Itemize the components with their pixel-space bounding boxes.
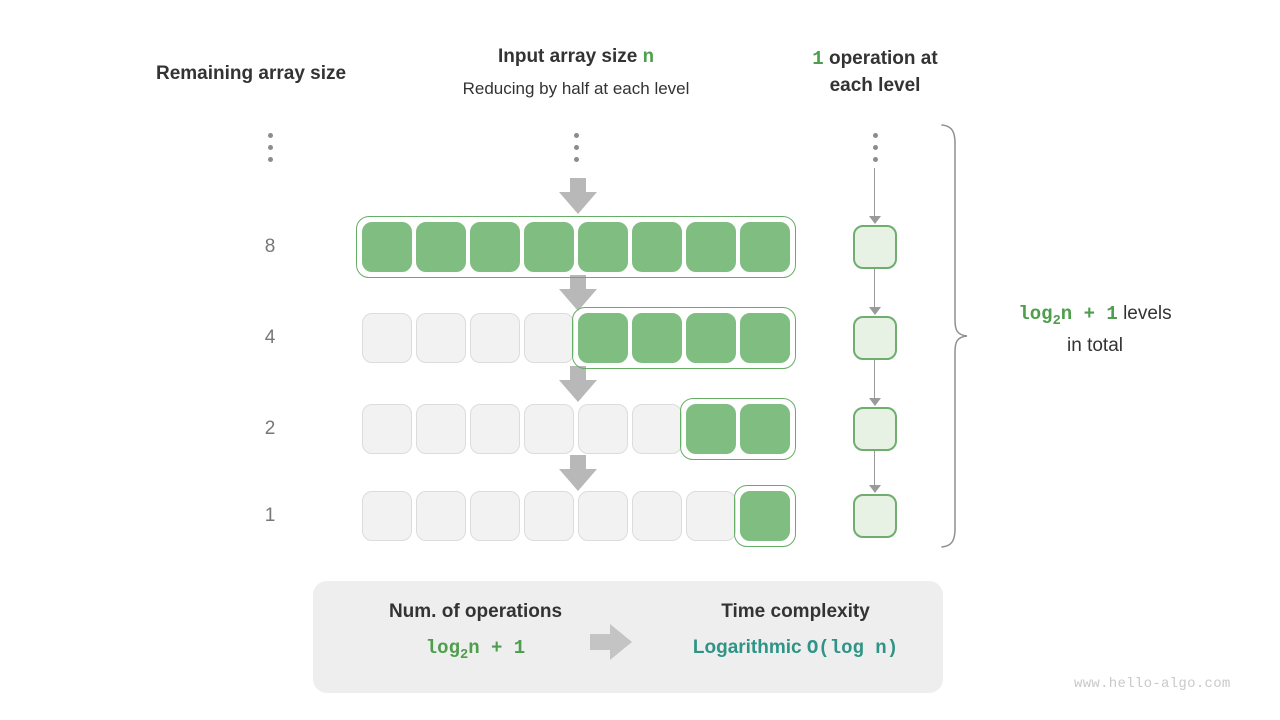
levels-text-line2: in total [1067,335,1123,357]
active-subarray-outline [572,307,796,369]
operation-box-1 [853,316,897,360]
right-arrow-icon [590,624,638,660]
summary-panel: Num. of operations log2n + 1 Time comple… [313,581,943,693]
array-cell-empty [470,313,520,363]
array-cell-empty [416,404,466,454]
op-arrowhead-2 [869,398,881,406]
header-ops-line2: each level [829,74,921,96]
array-cell-active [686,313,736,363]
array-cell-empty [686,491,736,541]
array-cell-active [740,491,790,541]
operation-box-3 [853,494,897,538]
complexity-bigo: O(log n) [806,637,899,659]
array-cell-active [416,222,466,272]
array-cell-active [740,404,790,454]
array-cell-active [524,222,574,272]
op-connector-0 [874,168,876,218]
array-cell-active [632,313,682,363]
array-cell-active [686,404,736,454]
summary-complexity-value: Logarithmic O(log n) [668,637,923,659]
watermark: www.hello-algo.com [1074,676,1231,692]
active-subarray-outline [680,398,796,460]
halving-arrow-0 [559,178,597,214]
array-cell-empty [578,491,628,541]
op-connector-3 [874,451,876,487]
header-ops-line1: operation at [823,48,938,69]
array-cell-empty [470,404,520,454]
array-cell-active [740,313,790,363]
array-cell-empty [578,404,628,454]
summary-right-column: Time complexity Logarithmic O(log n) [668,601,923,659]
active-subarray-outline [734,485,796,547]
active-subarray-outline [356,216,796,278]
header-input-array-size: Input array size n [406,46,746,68]
array-cell-active [632,222,682,272]
array-cell-empty [632,404,682,454]
array-cell-empty [524,491,574,541]
op-connector-1 [874,269,876,309]
levels-expression: log2n + 1 [1018,303,1118,329]
operation-box-2 [853,407,897,451]
halving-arrow-3 [559,455,597,491]
ellipsis-operations-column [869,133,881,162]
row-label-0: 8 [264,236,276,257]
array-cell-active [686,222,736,272]
halving-arrow-1 [559,275,597,311]
header-remaining-array-size: Remaining array size [156,63,347,84]
ellipsis-left-column [264,133,276,162]
levels-text-line1: levels [1117,303,1172,324]
row-label-2: 2 [264,418,276,439]
array-cell-active [578,313,628,363]
array-cell-active [578,222,628,272]
array-cell-active [740,222,790,272]
array-cell-empty [524,404,574,454]
row-label-1: 4 [264,327,276,348]
operation-box-0 [853,225,897,269]
array-cell-empty [416,313,466,363]
array-cell-empty [362,313,412,363]
levels-brace [938,124,970,554]
header-input-text: Input array size [497,46,643,67]
array-cell-active [362,222,412,272]
array-cell-empty [632,491,682,541]
op-arrowhead-0 [869,216,881,224]
summary-complexity-title: Time complexity [721,601,870,622]
summary-operations-title: Num. of operations [388,601,563,622]
array-cell-empty [362,404,412,454]
op-arrowhead-1 [869,307,881,315]
levels-caption: log2n + 1 levels in total [975,300,1215,361]
array-cell-empty [416,491,466,541]
row-label-3: 1 [264,505,276,526]
header-input-symbol-n: n [642,46,655,68]
op-connector-2 [874,360,876,400]
array-cell-active [470,222,520,272]
halving-arrow-2 [559,366,597,402]
summary-left-column: Num. of operations log2n + 1 [338,601,613,663]
ellipsis-array-column [570,133,582,162]
array-cell-empty [524,313,574,363]
header-input-subtitle: Reducing by half at each level [462,79,690,98]
header-ops-count: 1 [812,48,824,70]
summary-operations-value: log2n + 1 [425,637,526,663]
array-cell-empty [362,491,412,541]
header-operations-per-level: 1 operation at each level [775,46,975,98]
op-arrowhead-3 [869,485,881,493]
array-cell-empty [470,491,520,541]
complexity-word: Logarithmic [692,637,802,658]
